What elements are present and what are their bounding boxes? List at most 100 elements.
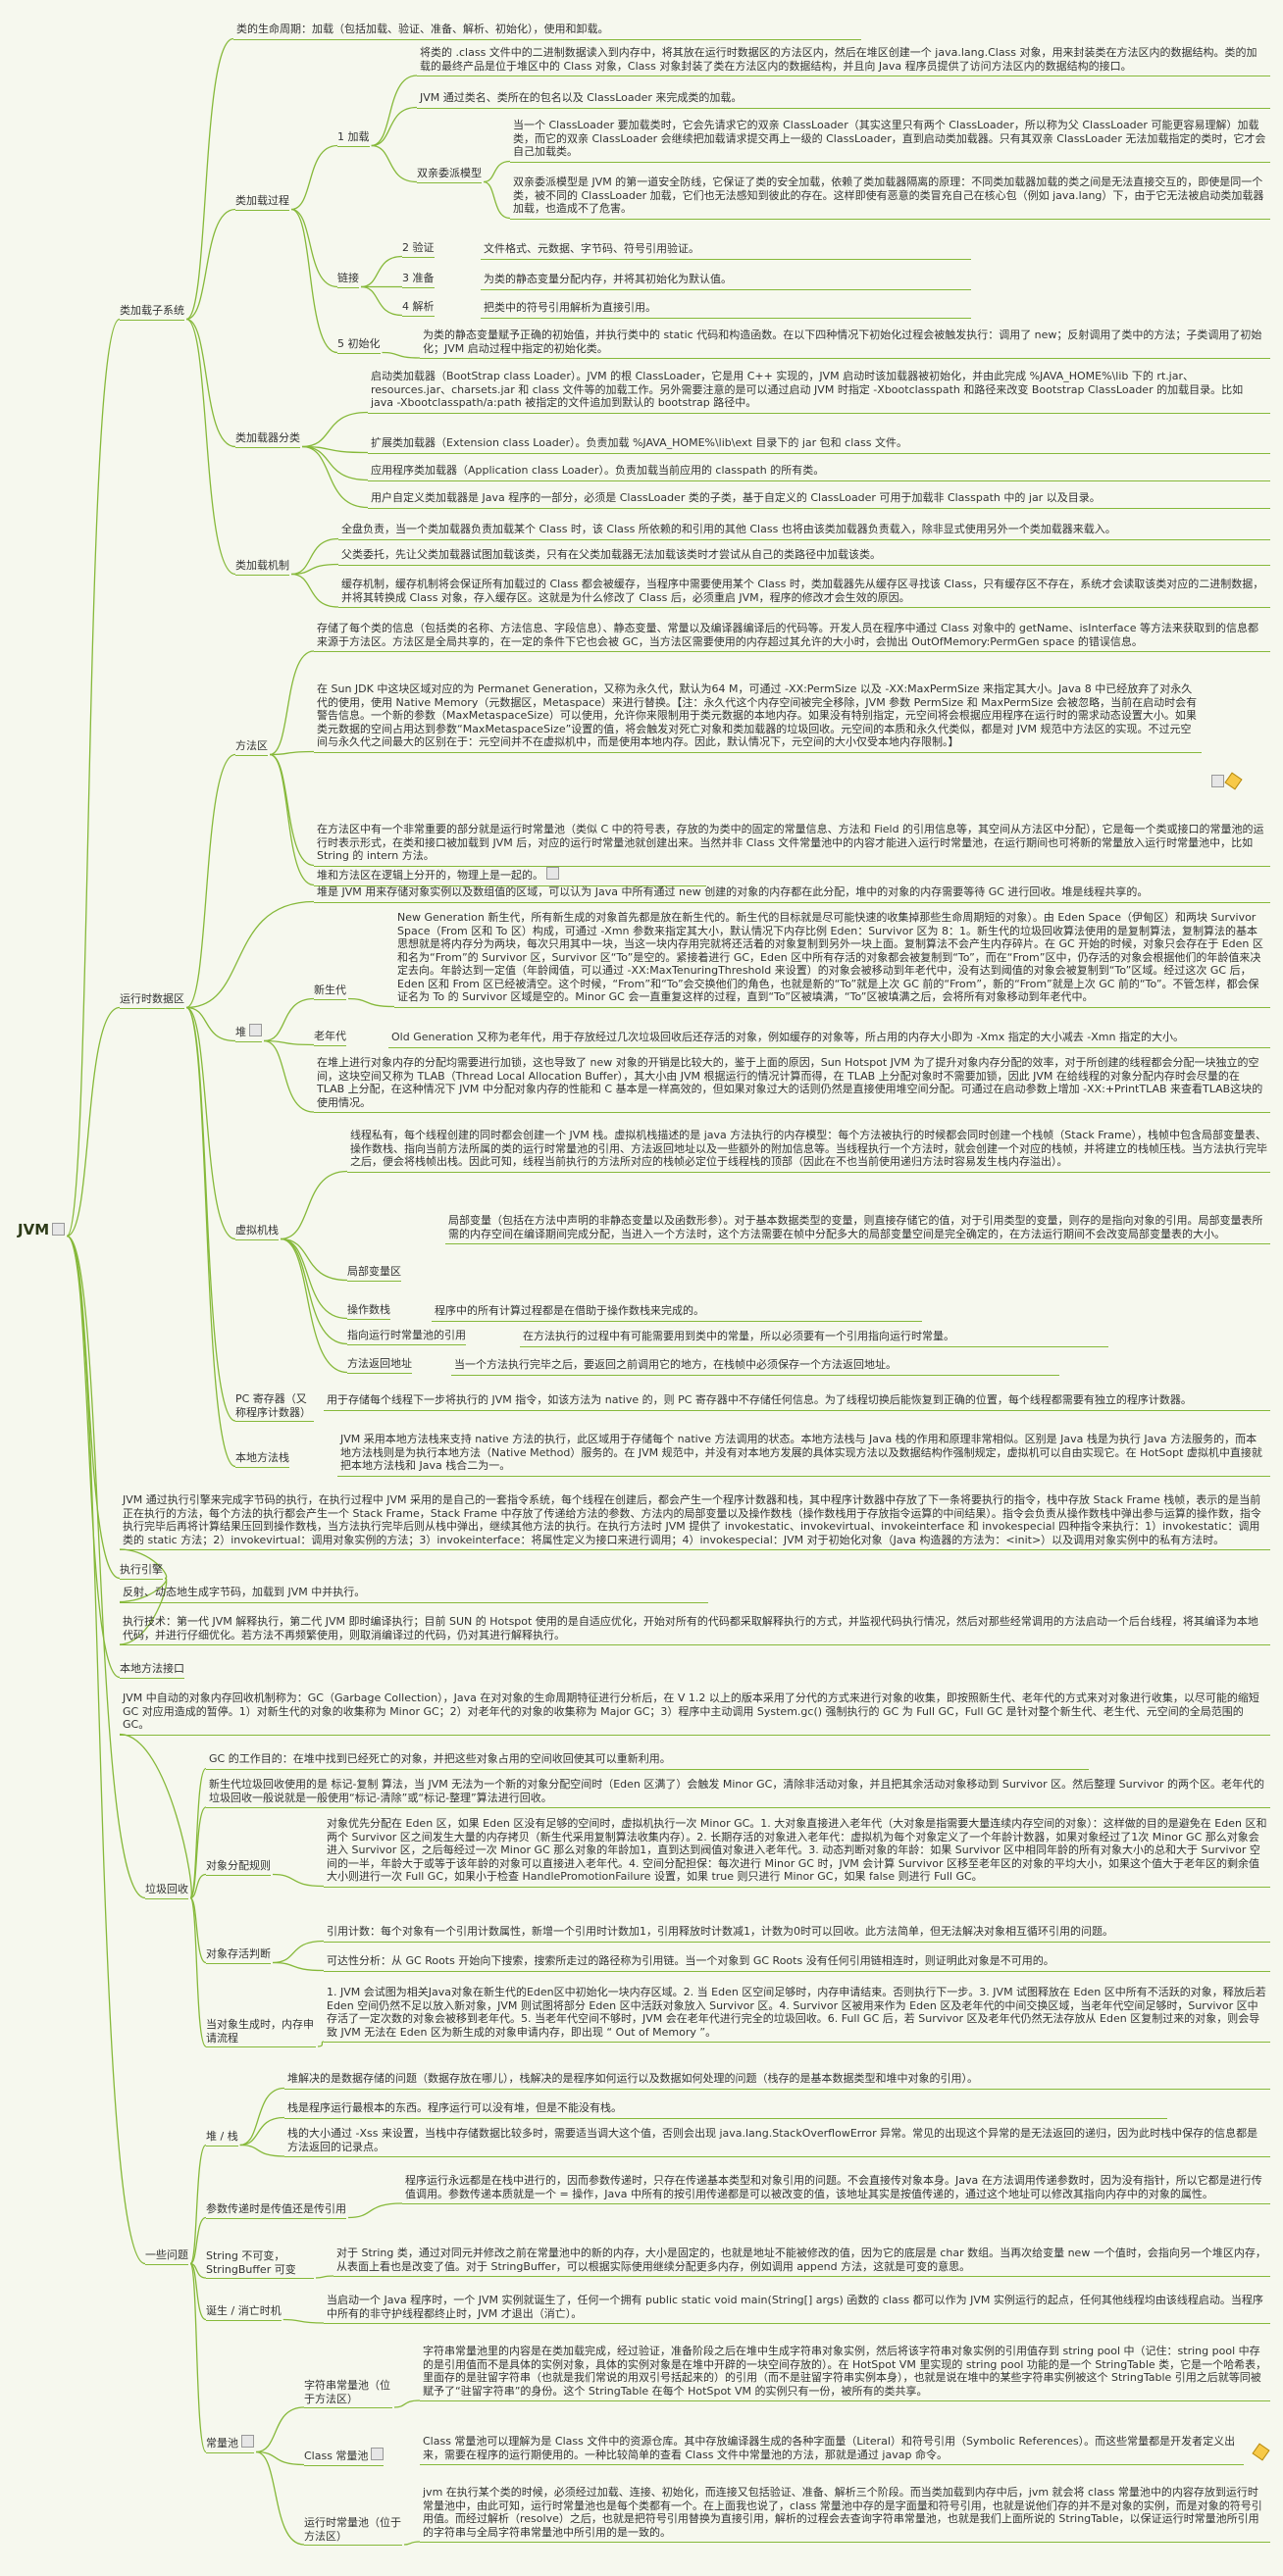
topic-load-process[interactable]: 类加载过程: [235, 194, 289, 211]
topic-classloader[interactable]: 类加载子系统: [120, 304, 184, 321]
resolve-note: 把类中的符号引用解析为直接引用。: [481, 300, 971, 319]
topic-gc[interactable]: 垃圾回收: [145, 1883, 188, 1899]
link-curve: [317, 2041, 325, 2047]
topic-loader-types[interactable]: 类加载器分类: [235, 431, 300, 448]
pass-note: 程序运行永远都是在栈中进行的，因而参数传递时，只存在传递基本类型和对象引用的问题…: [402, 2173, 1270, 2204]
link-curve: [280, 1170, 348, 1240]
link-curve: [282, 2318, 325, 2324]
loader-user: 用户自定义类加载器是 Java 程序的一部分，必须是 ClassLoader 类…: [368, 490, 1270, 509]
locals-note: 局部变量（包括在方法中声明的非静态变量以及函数形参）。对于基本数据类型的变量，则…: [445, 1213, 1270, 1244]
alive-note-1: 引用计数：每个对象有一个引用计数属性，新增一个引用时计数加1，引用释放时计数减1…: [324, 1924, 1270, 1943]
heap-label: 堆: [235, 1026, 246, 1038]
topic-const-pool[interactable]: 常量池: [206, 2435, 254, 2453]
topic-load-mech[interactable]: 类加载机制: [235, 559, 289, 576]
link-curve: [255, 2406, 305, 2453]
link-curve: [301, 411, 369, 448]
topic-pass-by[interactable]: 参数传递时是传值还是传引用: [206, 2202, 346, 2219]
topic-vm-stack[interactable]: 虚拟机栈: [235, 1224, 279, 1240]
native-stack-note: JVM 采用本地方法栈来支持 native 方法的执行，此区域用于存储每个 na…: [337, 1432, 1270, 1477]
link-curve: [280, 1237, 348, 1282]
link-curve: [185, 37, 234, 321]
topic-runtime-pool[interactable]: 运行时常量池（位于方法区）: [304, 2516, 402, 2546]
topic-native-interface[interactable]: 本地方法接口: [120, 1662, 184, 1679]
link-curve: [301, 445, 369, 454]
link-curve: [301, 445, 369, 509]
loader-bootstrap: 启动类加载器（BootStrap class Loader）。JVM 的根 Cl…: [368, 369, 1270, 414]
vmstack-note: 线程私有，每个线程创建的同时都会创建一个 JVM 栈。虚拟机栈描述的是 java…: [347, 1128, 1270, 1173]
topic-alloc-flow[interactable]: 当对象生成时，内存申请流程: [206, 2018, 316, 2047]
delegate-note-1: 当一个 ClassLoader 要加载类时，它会先请求它的双亲 ClassLoa…: [510, 118, 1270, 163]
link-curve: [290, 144, 338, 211]
topic-string-immutable[interactable]: String 不可变，StringBuffer 可变: [206, 2249, 314, 2279]
verify-note: 文件格式、元数据、字节码、符号引用验证。: [481, 241, 971, 260]
link-curve: [483, 180, 511, 220]
topic-native-stack[interactable]: 本地方法栈: [235, 1451, 289, 1468]
link-curve: [239, 2087, 285, 2147]
stack-note-1: 堆解决的是数据存储的问题（数据存放在哪儿），栈解决的是程序如何运行以及数据如何处…: [284, 2071, 1270, 2090]
topic-heap[interactable]: 堆: [235, 1024, 262, 1042]
topic-init[interactable]: 5 初始化: [337, 337, 381, 354]
topic-cp-ref[interactable]: 指向运行时常量池的引用: [347, 1329, 466, 1345]
link-curve: [263, 1039, 315, 1113]
retaddr-note: 当一个方法执行完毕之后，要返回之前调用它的地方，在栈帧中必须保存一个方法返回地址…: [451, 1357, 1059, 1376]
cpref-note: 在方法执行的过程中有可能需要用到类中的常量，所以必须要有一个引用指向运行时常量。: [520, 1329, 1108, 1347]
link-curve: [189, 2144, 207, 2265]
stack-note-3: 栈的大小通过 -Xss 来设置，当栈中存储数据比较多时，需要适当调大这个值，否则…: [284, 2126, 1270, 2157]
string-note: 对于 String 类，通过对同元并修改之前在常量池中的新的内存，大小是固定的，…: [334, 2246, 1270, 2277]
link-curve: [290, 537, 339, 576]
link-curve: [263, 997, 315, 1042]
topic-method-area[interactable]: 方法区: [235, 739, 268, 756]
mech-total: 全盘负责，当一个类加载器负责加载某个 Class 时，该 Class 所依赖的和…: [338, 522, 1270, 540]
link-curve: [189, 1806, 207, 1899]
topic-parent-delegation[interactable]: 双亲委派模型: [417, 167, 482, 183]
link-curve: [185, 900, 315, 1009]
topic-verify[interactable]: 2 验证: [402, 241, 435, 258]
topic-heap-stack[interactable]: 堆 / 栈: [206, 2130, 238, 2147]
topic-old-gen[interactable]: 老年代: [314, 1030, 346, 1046]
topic-young-gen[interactable]: 新生代: [314, 984, 346, 1000]
link-curve: [393, 2399, 421, 2408]
load-note-1: 将类的 .class 文件中的二进制数据读入到内存中，将其放在运行时数据区的方法…: [417, 45, 1270, 76]
link-curve: [263, 1039, 315, 1046]
attachment-icon: [546, 867, 559, 880]
method-note-4: 堆和方法区在逻辑上分开的，物理上是一起的。: [314, 866, 706, 886]
link-curve: [272, 1873, 325, 1888]
gc-note-1: JVM 中自动的对象内存回收机制称为：GC（Garbage Collection…: [120, 1691, 1270, 1736]
topic-pc-register[interactable]: PC 寄存器（又称程序计数器）: [235, 1392, 314, 1422]
old-note: Old Generation 又称为老年代，用于存放经过几次垃圾回收后还存活的对…: [388, 1030, 1270, 1048]
topic-return-addr[interactable]: 方法返回地址: [347, 1357, 412, 1374]
topic-liveness[interactable]: 对象存活判断: [206, 1947, 271, 1964]
topic-link[interactable]: 链接: [337, 272, 359, 288]
mech-cache: 缓存机制，缓存机制将会保证所有加载过的 Class 都会被缓存，当程序中需要使用…: [338, 577, 1270, 608]
root-topic[interactable]: JVM: [18, 1223, 66, 1237]
topic-operand-stack[interactable]: 操作数栈: [347, 1303, 390, 1320]
stack-note-2: 栈是程序运行最根本的东西。程序运行可以没有堆，但是不能没有栈。: [284, 2100, 1167, 2119]
lifecycle-note: 类的生命周期：加载（包括加载、验证、准备、解析、初始化），使用和卸载。: [233, 22, 861, 40]
link-curve: [185, 753, 236, 1009]
topic-prepare[interactable]: 3 准备: [402, 272, 435, 288]
link-curve: [189, 1873, 207, 1899]
link-curve: [269, 650, 315, 756]
method-note-2-text: 在 Sun JDK 中这块区域对应的为 Permanet Generation，…: [317, 682, 1198, 748]
attachment-icon: [52, 1223, 66, 1236]
link-curve: [371, 144, 418, 183]
topic-load[interactable]: 1 加载: [337, 130, 370, 147]
topic-class-pool[interactable]: Class 常量池: [304, 2448, 385, 2466]
link-curve: [290, 208, 338, 354]
topic-string-pool[interactable]: 字符串常量池（位于方法区）: [304, 2379, 392, 2408]
oom-note: 1. JVM 会试图为相关Java对象在新生代的Eden区中初始化一块内存区域。…: [324, 1985, 1270, 2043]
topic-runtime-area[interactable]: 运行时数据区: [120, 992, 184, 1009]
topic-local-vars[interactable]: 局部变量区: [347, 1265, 401, 1282]
topic-alloc-rules[interactable]: 对象分配规则: [206, 1859, 271, 1876]
link-curve: [269, 753, 315, 886]
link-curve: [239, 2116, 285, 2147]
topic-lifecycle[interactable]: 诞生 / 消亡时机: [206, 2304, 282, 2321]
topic-exec-engine[interactable]: 执行引擎: [120, 1563, 163, 1580]
link-curve: [403, 2541, 421, 2546]
link-curve: [347, 997, 395, 1008]
link-curve: [185, 208, 236, 321]
topic-misc[interactable]: 一些问题: [145, 2248, 188, 2265]
link-curve: [255, 2450, 305, 2466]
topic-resolve[interactable]: 4 解析: [402, 300, 435, 317]
alloc-note: 对象优先分配在 Eden 区，如果 Eden 区没有足够的空间时，虚拟机执行一次…: [324, 1816, 1270, 1888]
